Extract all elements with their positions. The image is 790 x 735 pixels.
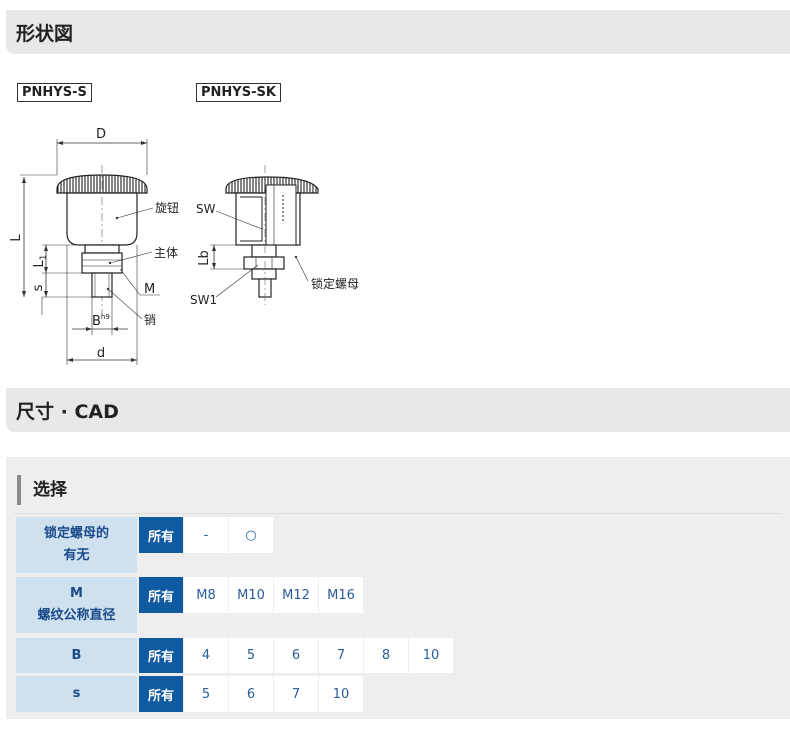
dim-label-s: s	[31, 284, 46, 291]
filter-label-b: B	[16, 638, 137, 673]
pnhys-s-drawing: D L L1 s	[9, 127, 179, 365]
filter-label-line: 螺纹公称直径	[37, 608, 116, 623]
dim-label-l1: L1	[32, 255, 49, 268]
label-body: 主体	[154, 246, 178, 260]
label-pin: 销	[144, 313, 156, 327]
label-knob: 旋钮	[155, 200, 179, 215]
option-s-all[interactable]: 所有	[139, 676, 183, 712]
dim-label-d-upper: D	[96, 127, 106, 142]
option-b-all[interactable]: 所有	[139, 638, 183, 673]
option-m-all[interactable]: 所有	[139, 577, 183, 613]
filter-label-line: s	[72, 686, 81, 701]
option-s-10[interactable]: 10	[319, 676, 363, 712]
option-b-8[interactable]: 8	[364, 638, 408, 673]
option-s-7[interactable]: 7	[274, 676, 318, 712]
option-s-6[interactable]: 6	[229, 676, 273, 712]
dim-label-b: Bh9	[92, 313, 110, 329]
option-b-10[interactable]: 10	[409, 638, 453, 673]
label-sw: SW	[196, 202, 216, 216]
shape-section-header: 形状図	[6, 10, 790, 54]
dim-label-d-lower: d	[97, 346, 105, 361]
dim-label-b-sup: h9	[101, 313, 110, 321]
option-m-m10[interactable]: M10	[229, 577, 273, 613]
filter-label-line: B	[71, 647, 82, 663]
label-sw1: SW1	[190, 293, 217, 307]
label-m: M	[144, 282, 155, 297]
filter-label-line: 有无	[63, 548, 90, 563]
option-b-7[interactable]: 7	[319, 638, 363, 673]
option-lock-nut-none[interactable]: -	[184, 517, 228, 553]
pnhys-sk-drawing: Lb SW SW1 锁定螺母	[190, 165, 359, 307]
dim-label-lb: Lb	[197, 250, 212, 266]
option-m-m8[interactable]: M8	[184, 577, 228, 613]
option-lock-nut-yes[interactable]: ○	[229, 517, 273, 553]
filter-row-lock-nut: 锁定螺母的 有无 所有 - ○	[16, 517, 273, 573]
filter-row-m: M 螺纹公称直径 所有 M8 M10 M12 M16	[16, 577, 363, 633]
option-b-6[interactable]: 6	[274, 638, 318, 673]
label-lock-nut: 锁定螺母	[311, 276, 359, 291]
option-m-m12[interactable]: M12	[274, 577, 318, 613]
dim-section-header: 尺寸 · CAD	[6, 388, 790, 432]
filter-row-b: B 所有 4 5 6 7 8 10	[16, 638, 453, 673]
dim-label-l1-main: L	[32, 259, 47, 267]
option-s-5[interactable]: 5	[184, 676, 228, 712]
model-tag-pnhys-sk: PNHYS-SK	[196, 83, 281, 102]
dim-section-title: 尺寸 · CAD	[16, 400, 119, 423]
option-m-m16[interactable]: M16	[319, 577, 363, 613]
option-b-5[interactable]: 5	[229, 638, 273, 673]
filter-row-s: s 所有 5 6 7 10	[16, 676, 363, 712]
select-divider	[14, 513, 782, 514]
select-panel: 选择 锁定螺母的 有无 所有 - ○ M 螺纹公称直径 所有 M8 M10 M1…	[6, 457, 790, 719]
filter-label-lock-nut: 锁定螺母的 有无	[16, 517, 137, 573]
shape-drawing: D L L1 s	[9, 127, 359, 365]
dim-label-l1-sub: 1	[39, 255, 49, 261]
option-b-4[interactable]: 4	[184, 638, 228, 673]
filter-label-line: 锁定螺母的	[43, 526, 109, 541]
filter-label-line: M	[70, 586, 83, 601]
dim-label-l: L	[9, 234, 24, 242]
dim-label-b-main: B	[92, 314, 101, 329]
filter-label-s: s	[16, 676, 137, 712]
model-tag-pnhys-s: PNHYS-S	[17, 83, 92, 102]
select-title: 选择	[17, 475, 67, 505]
option-lock-nut-all[interactable]: 所有	[139, 517, 183, 553]
shape-section-title: 形状図	[16, 22, 74, 45]
filter-label-m: M 螺纹公称直径	[16, 577, 137, 633]
